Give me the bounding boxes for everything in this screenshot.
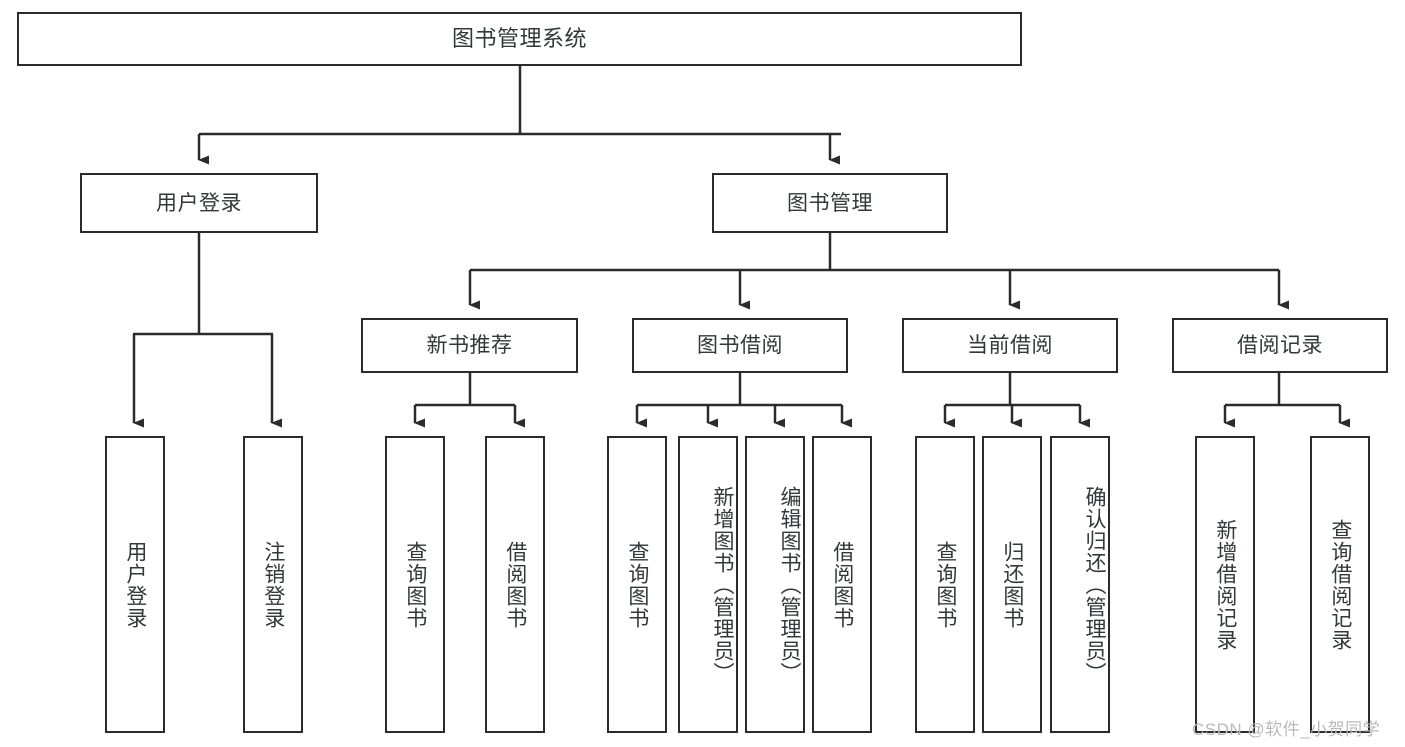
node-label: 图书借阅 bbox=[697, 334, 783, 357]
node-root-system[interactable]: 图书管理系统 bbox=[17, 12, 1022, 66]
node-label: 编辑图书（管理员） bbox=[778, 485, 801, 684]
leaf-query-book-rec[interactable]: 查询图书 bbox=[385, 436, 445, 733]
node-current-borrow[interactable]: 当前借阅 bbox=[902, 318, 1118, 373]
node-label: 借阅记录 bbox=[1237, 334, 1323, 357]
leaf-user-login[interactable]: 用户登录 bbox=[105, 436, 165, 733]
node-label: 用户登录 bbox=[156, 191, 242, 215]
node-label: 借阅图书 bbox=[503, 540, 527, 629]
node-book-borrow[interactable]: 图书借阅 bbox=[632, 318, 848, 373]
node-label: 图书管理系统 bbox=[451, 26, 587, 51]
node-label: 查询图书 bbox=[933, 540, 957, 629]
leaf-query-borrow-record[interactable]: 查询借阅记录 bbox=[1310, 436, 1370, 733]
node-book-management[interactable]: 图书管理 bbox=[712, 173, 948, 233]
leaf-borrow-book-rec[interactable]: 借阅图书 bbox=[485, 436, 545, 733]
leaf-edit-book-admin[interactable]: 编辑图书（管理员） bbox=[745, 436, 805, 733]
csdn-watermark: CSDN @软件_小贺同学 bbox=[1192, 720, 1381, 739]
node-label: 图书管理 bbox=[787, 191, 873, 215]
node-label: 新增图书（管理员） bbox=[711, 485, 734, 684]
leaf-query-book-current[interactable]: 查询图书 bbox=[915, 436, 975, 733]
node-label: 用户登录 bbox=[123, 540, 147, 629]
node-label: 当前借阅 bbox=[967, 334, 1053, 357]
node-borrow-record[interactable]: 借阅记录 bbox=[1172, 318, 1388, 373]
node-label: 查询图书 bbox=[403, 540, 427, 629]
leaf-confirm-return-admin[interactable]: 确认归还（管理员） bbox=[1050, 436, 1110, 733]
node-label: 新书推荐 bbox=[426, 334, 513, 357]
leaf-add-borrow-record[interactable]: 新增借阅记录 bbox=[1195, 436, 1255, 733]
node-label: 注销登录 bbox=[261, 540, 285, 629]
node-label: 借阅图书 bbox=[830, 540, 854, 629]
leaf-return-book[interactable]: 归还图书 bbox=[982, 436, 1042, 733]
leaf-borrow-book[interactable]: 借阅图书 bbox=[812, 436, 872, 733]
node-user-login[interactable]: 用户登录 bbox=[80, 173, 318, 233]
node-label: 归还图书 bbox=[1000, 540, 1024, 629]
leaf-add-book-admin[interactable]: 新增图书（管理员） bbox=[678, 436, 738, 733]
node-label: 确认归还（管理员） bbox=[1083, 485, 1106, 684]
node-new-book-recommend[interactable]: 新书推荐 bbox=[361, 318, 578, 373]
leaf-query-book-borrow[interactable]: 查询图书 bbox=[607, 436, 667, 733]
leaf-logout[interactable]: 注销登录 bbox=[243, 436, 303, 733]
node-label: 查询图书 bbox=[625, 540, 649, 629]
node-label: 查询借阅记录 bbox=[1328, 518, 1352, 651]
node-label: 新增借阅记录 bbox=[1213, 518, 1237, 651]
